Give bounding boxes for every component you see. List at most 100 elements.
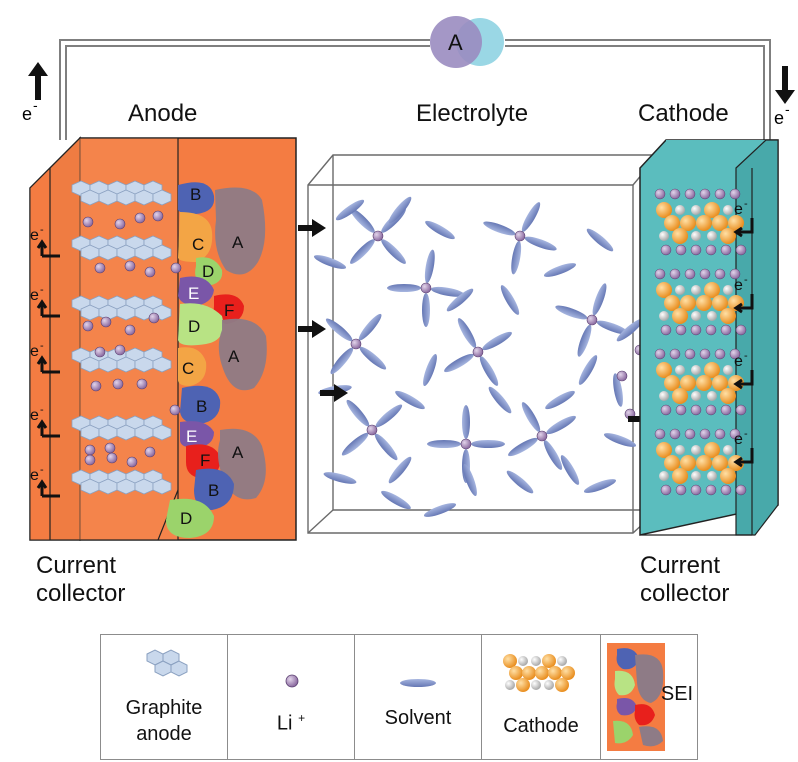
cathode-oxide-particle: [522, 666, 536, 680]
li-ion: [114, 344, 126, 356]
electron-flow-right: e -: [774, 66, 795, 128]
cathode-oxide-particle: [561, 666, 575, 680]
cathode-electron-text: e: [734, 353, 743, 370]
legend-solvent: Solvent: [355, 635, 482, 759]
legend-sei-label: SEI: [660, 683, 694, 705]
cathode-metal-particle: [691, 365, 701, 375]
solvent-molecule: [388, 196, 412, 224]
electron-sup-right: -: [785, 101, 790, 117]
cathode-electron-sup: -: [744, 350, 748, 362]
cathode-oxide-particle: [656, 282, 672, 298]
solvent-molecule: [524, 236, 557, 251]
solvent-molecule: [388, 456, 412, 484]
solvent-molecule: [583, 479, 617, 493]
cathode-metal-particle: [691, 311, 701, 321]
cathode-electron-sup: -: [744, 428, 748, 440]
li-ion: [735, 244, 747, 256]
li-ion: [100, 316, 112, 328]
li-ion: [699, 428, 711, 440]
li-ion: [714, 188, 726, 200]
cathode-oxide-particle: [704, 202, 720, 218]
solvent-molecule: [543, 263, 577, 277]
solvent-molecule: [506, 470, 534, 494]
sei-label-a1: A: [232, 233, 244, 252]
solvent-molecule: [555, 305, 588, 320]
cathode-oxide-particle: [680, 455, 696, 471]
li-ion: [714, 348, 726, 360]
li-ion: [729, 348, 741, 360]
li-ion: [144, 266, 156, 278]
solvent-molecule: [387, 284, 421, 292]
li-ion: [350, 338, 362, 350]
legend-graphite-line2: anode: [136, 723, 192, 745]
ammeter-label: A: [448, 30, 463, 55]
anode-li-ions: [82, 210, 182, 468]
cathode-label: Cathode: [638, 100, 729, 127]
anode-electron-markers: e-e-e-e-e-: [30, 224, 60, 498]
li-ion: [675, 404, 687, 416]
solvent-molecule: [381, 239, 406, 264]
solvent-molecule: [430, 286, 465, 297]
cathode-oxide-particle: [720, 468, 736, 484]
li-ion: [675, 484, 687, 496]
li-ion: [169, 404, 181, 416]
solvent-molecule: [335, 199, 365, 221]
li-ion: [669, 268, 681, 280]
cathode-metal-particle: [691, 391, 701, 401]
anode-electron-arrow: [36, 355, 60, 374]
solvent-molecule: [424, 249, 435, 284]
li-ion: [675, 244, 687, 256]
solvent-molecule: [592, 283, 607, 316]
cathode-metal-particle: [675, 205, 685, 215]
li-ion: [684, 188, 696, 200]
cathode-electron-arrow: [733, 218, 754, 238]
solvent-molecule: [375, 404, 403, 428]
graphite-layers: [71, 180, 172, 495]
solvent-molecule: [508, 437, 538, 457]
cathode-electron-text: e: [734, 431, 743, 448]
cathode-oxide-particle: [656, 202, 672, 218]
cathode-oxide-particle: [672, 228, 688, 244]
solvent-molecule: [482, 331, 512, 351]
cathode-metal-particle: [531, 680, 541, 690]
cc-left-line2: collector: [36, 579, 126, 607]
cathode-oxide-particle: [664, 455, 680, 471]
li-ion: [714, 268, 726, 280]
anode-electron-sup: -: [40, 284, 44, 296]
li-ion: [720, 404, 732, 416]
sei-layer: B A C D E F D A C B E F A B D: [166, 182, 267, 538]
cathode-electron-arrow: [733, 370, 754, 390]
anode-electron-sup: -: [40, 404, 44, 416]
li-ion: [82, 216, 94, 228]
solvent-molecule: [374, 433, 398, 461]
cathode-electron-text: e: [734, 201, 743, 218]
li-ion: [684, 348, 696, 360]
current-collector-right-label: Current collector: [640, 552, 729, 607]
solvent-molecule: [483, 221, 516, 236]
cathode-oxide-particle: [509, 666, 523, 680]
legend-solvent-label: Solvent: [384, 707, 452, 729]
solvent-molecule: [545, 390, 575, 410]
li-ion: [126, 456, 138, 468]
cathode-oxide-particle: [656, 442, 672, 458]
li-ion: [94, 346, 106, 358]
solvent-molecule: [358, 313, 382, 341]
li-ion: [660, 484, 672, 496]
solvent-molecule: [444, 353, 474, 373]
solvent-icon: [400, 679, 436, 687]
solvent-molecule: [578, 355, 598, 385]
graphite-hex: [152, 424, 172, 441]
anode-electron-text: e: [30, 287, 39, 304]
solvent-molecule: [350, 239, 375, 264]
li-ion: [124, 324, 136, 336]
li-ion: [112, 378, 124, 390]
cathode-electron-markers: e-e-e-e-: [733, 198, 754, 468]
legend-li-label: Li +: [228, 711, 354, 736]
li-ion: [675, 324, 687, 336]
li-ion: [690, 404, 702, 416]
cathode-oxide-particle: [535, 666, 549, 680]
cathode-metal-particle: [691, 471, 701, 481]
li-ion: [735, 484, 747, 496]
li-ion: [735, 324, 747, 336]
electron-flow-left: e -: [22, 62, 48, 124]
